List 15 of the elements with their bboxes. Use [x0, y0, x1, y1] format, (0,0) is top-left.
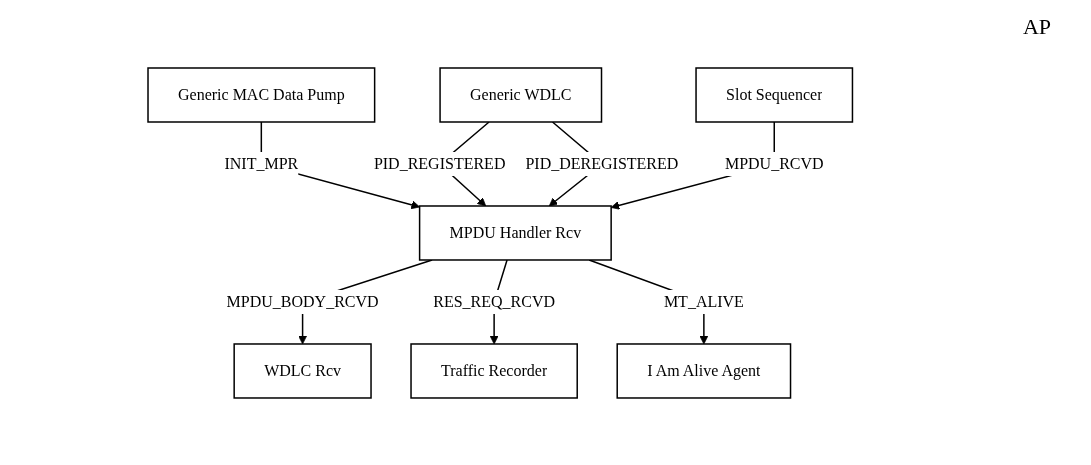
edge-label: PID_DEREGISTERED	[525, 154, 679, 172]
edge-label: MPDU_RCVD	[724, 154, 824, 172]
node-box: MPDU Handler Rcv	[418, 204, 612, 261]
node-box: Slot Sequencer	[695, 66, 853, 123]
edge-label: MT_ALIVE	[663, 292, 744, 310]
node-box: Generic WDLC	[439, 66, 602, 123]
edge-label: RES_REQ_RCVD	[432, 292, 555, 310]
edge-label: MPDU_BODY_RCVD	[226, 292, 379, 310]
edge-label: INIT_MPR	[224, 154, 298, 172]
node-box: I Am Alive Agent	[616, 342, 792, 399]
edge-label: PID_REGISTERED	[373, 154, 506, 172]
diagram-label: AP	[1022, 14, 1051, 40]
node-box: WDLC Rcv	[233, 342, 372, 399]
node-box: Generic MAC Data Pump	[147, 66, 376, 123]
node-box: Traffic Recorder	[410, 342, 578, 399]
